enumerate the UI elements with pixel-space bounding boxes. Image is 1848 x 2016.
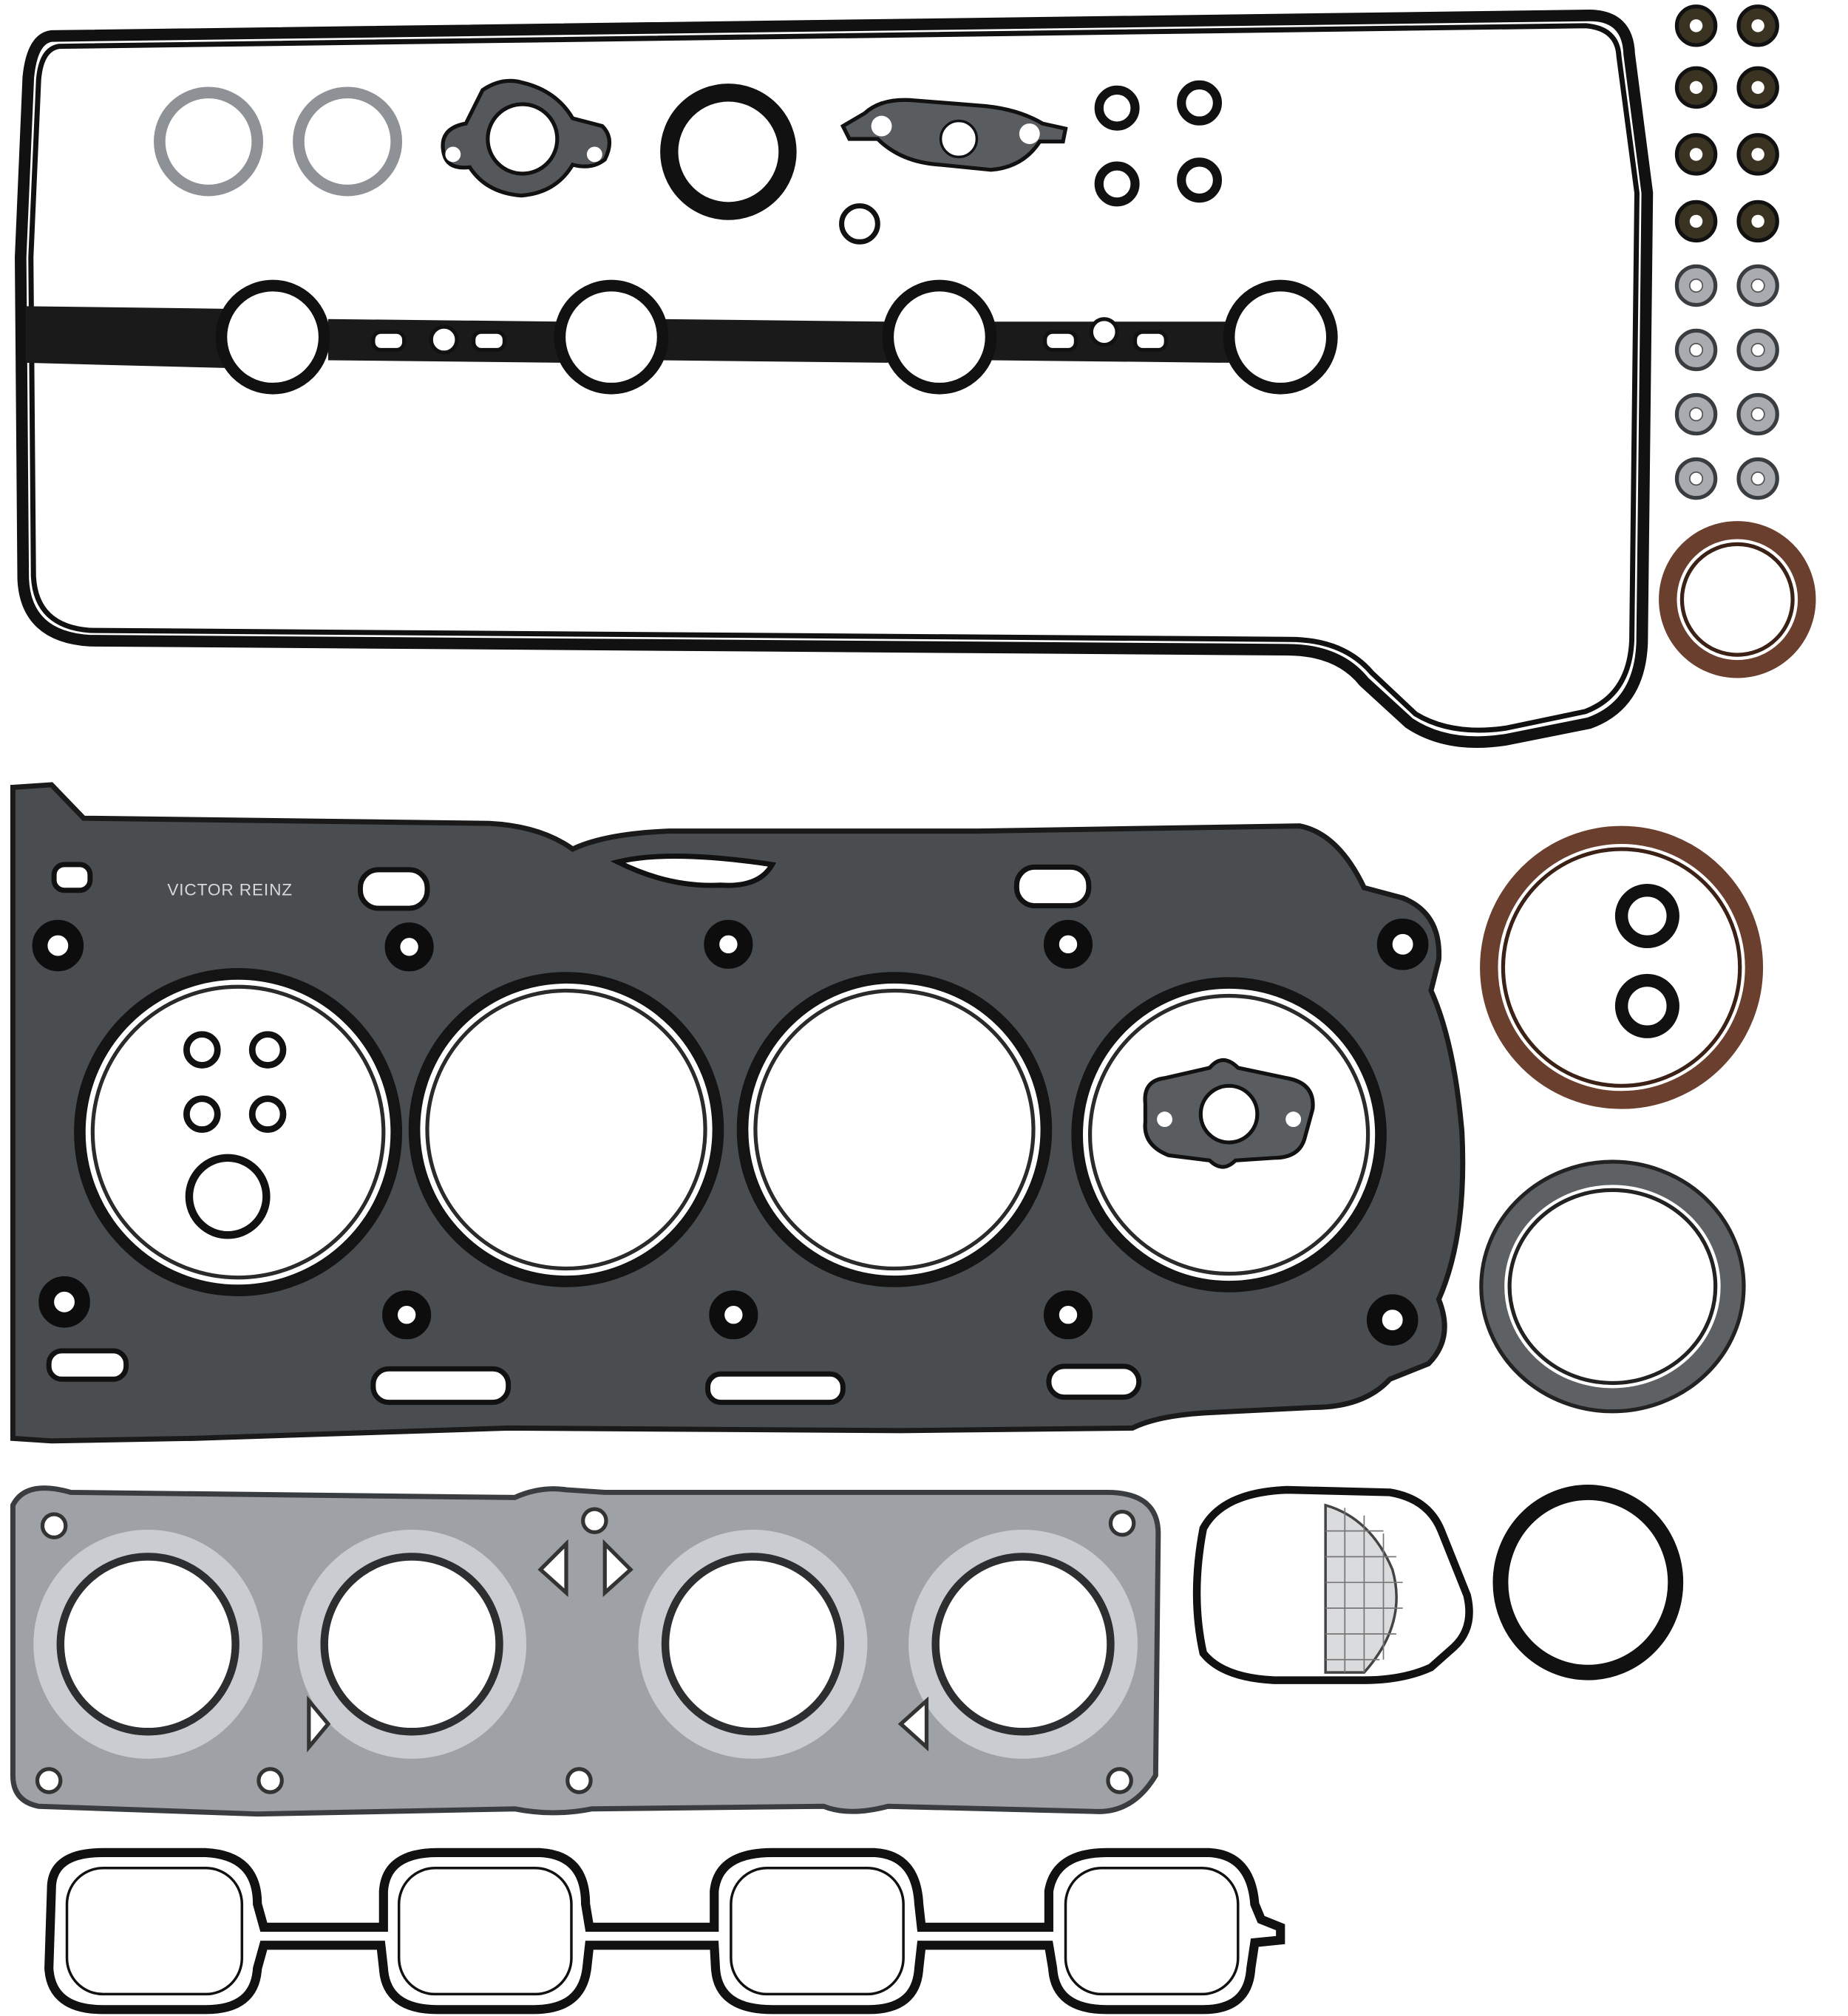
head-bolt-hole xyxy=(32,919,1429,1346)
intake-o-ring-large xyxy=(1492,1485,1684,1680)
spark-plug-o-ring xyxy=(1094,80,1223,207)
exhaust-port xyxy=(33,1529,1138,1759)
intake-port-inner-bead xyxy=(65,1867,1240,1996)
exhaust-donut-gasket xyxy=(1479,1159,1746,1414)
egr-flange-gasket-top xyxy=(840,98,1068,172)
cylinder-head-gasket: VICTOR REINZ xyxy=(10,782,1466,1444)
front-crank-seal xyxy=(1659,521,1816,678)
exhaust-stud-holes xyxy=(35,1507,1136,1794)
egr-flange-gasket-on-head xyxy=(1143,1058,1315,1169)
intake-manifold-gasket xyxy=(44,1848,1285,2015)
throttle-screen-mesh xyxy=(1324,1503,1398,1674)
small-o-ring xyxy=(839,203,880,245)
valve-stem-seal-grey xyxy=(1674,264,1779,500)
coolant-oil-ports xyxy=(46,854,1142,1406)
plug-tube-rib xyxy=(25,306,1229,368)
rear-main-seal xyxy=(1480,825,1764,1109)
valve-stem-seal-dark xyxy=(1674,4,1779,243)
oil-seal-o-rings xyxy=(1614,884,1679,1038)
plug-tube-seal xyxy=(215,279,1338,395)
throttle-body-gasket xyxy=(1192,1485,1473,1684)
flange-gasket-small xyxy=(441,78,611,198)
exhaust-manifold-gasket xyxy=(10,1485,1161,1817)
o-ring-set-loose xyxy=(183,1031,287,1239)
fire-ring-inner xyxy=(90,984,1370,1280)
large-o-ring xyxy=(660,84,797,220)
valve-cover-gasket xyxy=(15,10,1654,749)
brand-mark-victor-reinz: VICTOR REINZ xyxy=(167,881,293,899)
rib-bolt-holes xyxy=(371,317,1168,355)
grey-sealing-ring xyxy=(154,86,403,197)
